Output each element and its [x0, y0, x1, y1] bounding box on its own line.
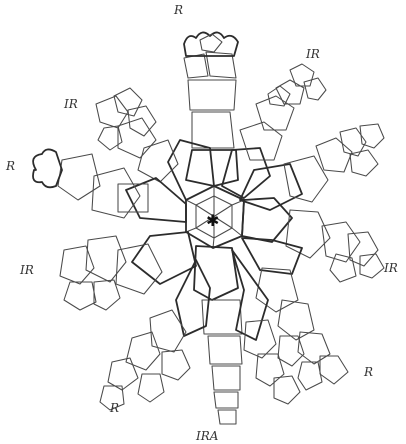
arm-lower-right: [242, 238, 348, 390]
label-lower-left: IR: [19, 263, 34, 277]
label-bottom: IRA: [195, 429, 219, 443]
center-star-icon: ✱: [206, 211, 219, 230]
label-bottom-left: R: [109, 401, 119, 415]
arm-lower-left: [60, 232, 196, 310]
arm-left: [33, 149, 186, 222]
label-upper-right: IR: [305, 47, 320, 61]
arm-bottom: [194, 246, 242, 424]
label-right: IR: [383, 261, 398, 275]
label-lower-right: R: [363, 365, 373, 379]
label-left: R: [5, 159, 15, 173]
label-upper-left: IR: [63, 97, 78, 111]
label-top: R: [173, 3, 183, 17]
arm-upper-left: [96, 88, 214, 200]
arm-east-upper: [240, 124, 384, 210]
